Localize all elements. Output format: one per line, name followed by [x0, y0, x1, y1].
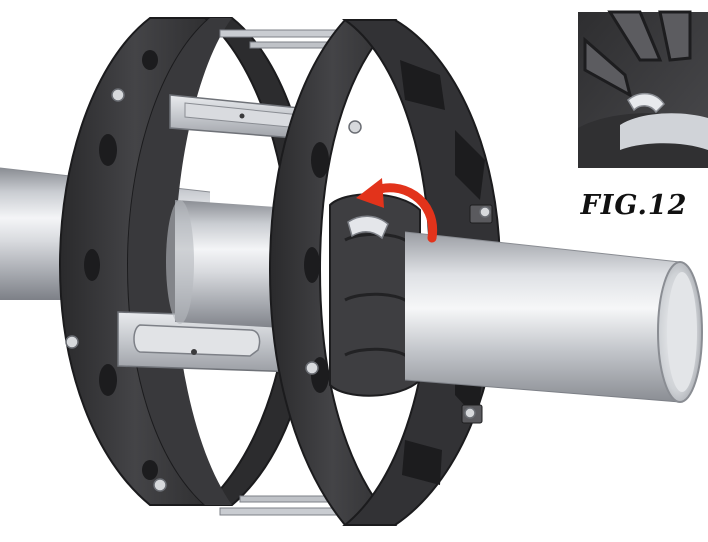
rotation-arrow-icon	[356, 178, 438, 243]
connector-plate-top	[169, 94, 321, 141]
pipe-right-segment	[404, 231, 703, 403]
figure-label: FIG.12	[580, 190, 688, 221]
front-ring	[268, 19, 502, 526]
inset-detail-image	[578, 10, 708, 168]
tie-rods	[219, 29, 371, 516]
